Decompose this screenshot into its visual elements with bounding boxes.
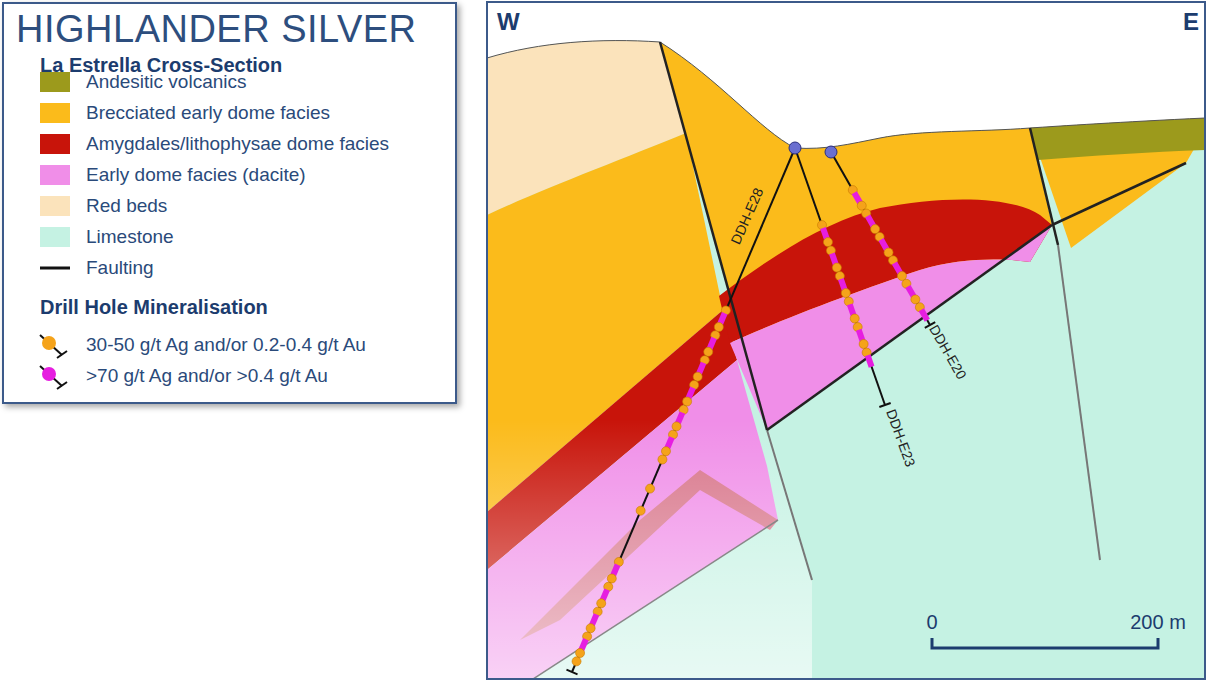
legend-text: Limestone (86, 226, 174, 248)
collar (825, 146, 837, 158)
brecciated-facies (660, 42, 1052, 430)
hole-end (566, 670, 577, 675)
low-grade-interval (857, 201, 866, 210)
low-grade-interval (911, 295, 920, 304)
high-grade-interval (919, 308, 930, 321)
legend-swatch (40, 227, 70, 247)
low-grade-interval (636, 506, 645, 515)
legend-text: Early dome facies (dacite) (86, 164, 306, 186)
low-grade-interval (597, 599, 606, 608)
drill-hole (831, 152, 930, 325)
collar (789, 142, 801, 154)
legend-swatch (40, 134, 70, 154)
legend-swatch (40, 196, 70, 216)
fault (1030, 128, 1058, 245)
low-grade-interval (714, 323, 723, 332)
legend-text: Andesitic volcanics (86, 71, 247, 93)
low-grade-interval (683, 397, 692, 406)
low-grade-interval (693, 372, 702, 381)
legend-text: Red beds (86, 195, 167, 217)
direction-label: W (497, 8, 520, 36)
high-grade-interval (865, 354, 875, 367)
dacite-facies (730, 225, 1052, 430)
logo-title: HIGHLANDER SILVER (16, 8, 417, 51)
low-grade-interval (586, 624, 595, 633)
brecciated-facies (1030, 118, 1205, 248)
legend-panel: HIGHLANDER SILVERLa Estrella Cross-Secti… (2, 2, 457, 404)
direction-label: E (1183, 8, 1199, 36)
fault (1052, 163, 1186, 225)
low-grade-interval (658, 455, 667, 464)
low-grade-interval (646, 484, 655, 493)
low-grade-interval (607, 574, 616, 583)
legend-symbol (36, 330, 72, 360)
scale-bar (932, 638, 1158, 648)
contact (530, 520, 778, 679)
legend-swatch (40, 103, 70, 123)
low-grade-interval (704, 347, 713, 356)
drill-hole (795, 148, 885, 405)
legend-symbol (36, 253, 72, 283)
low-grade-interval (576, 649, 585, 658)
legend-swatch (40, 165, 70, 185)
low-grade-interval (841, 289, 850, 298)
low-grade-interval (850, 314, 859, 323)
scale-label: 0 (926, 611, 937, 634)
topography (487, 41, 1205, 149)
fault (767, 430, 812, 580)
section-frame (487, 2, 1205, 679)
hole-end (879, 403, 890, 407)
legend-swatch (40, 72, 70, 92)
low-grade-interval (661, 447, 670, 456)
legend-text: Amygdales/lithophysae dome facies (86, 133, 389, 155)
low-grade-interval (871, 225, 880, 234)
fault (660, 42, 767, 430)
fault (767, 225, 1052, 430)
andesitic-volcanics (1030, 118, 1205, 160)
low-grade-interval (823, 238, 832, 247)
legend-text: 30-50 g/t Ag and/or 0.2-0.4 g/t Au (86, 334, 366, 356)
fault (1058, 245, 1100, 560)
legend-heading: Drill Hole Mineralisation (40, 296, 268, 319)
low-grade-interval (672, 422, 681, 431)
legend-text: Faulting (86, 257, 154, 279)
fade (487, 420, 812, 679)
legend-text: >70 g/t Ag and/or >0.4 g/t Au (86, 365, 328, 387)
low-grade-interval (859, 340, 868, 349)
legend-symbol (36, 361, 72, 391)
low-grade-interval (572, 657, 581, 666)
legend-text: Brecciated early dome facies (86, 102, 330, 124)
low-grade-interval (884, 248, 893, 257)
low-grade-interval (832, 263, 841, 272)
drill-hole (572, 148, 795, 672)
low-grade-interval (897, 271, 906, 280)
scale-label: 200 m (1130, 611, 1186, 634)
